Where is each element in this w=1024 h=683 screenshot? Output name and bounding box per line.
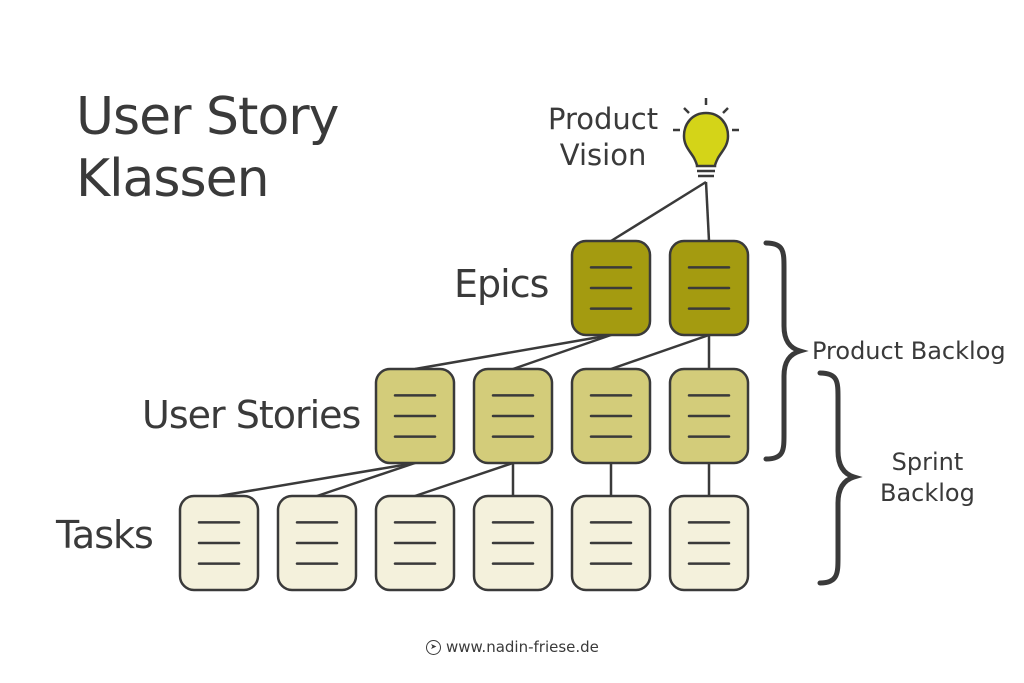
connector-stories-tasks-2 — [316, 461, 416, 498]
connector-epics-stories-2 — [512, 333, 612, 371]
lightbulb-icon — [673, 98, 739, 178]
title-line-1: User Story — [76, 87, 339, 147]
tasks-label: Tasks — [56, 513, 154, 557]
stories-card-3[interactable] — [570, 367, 652, 465]
tasks-card-5[interactable] — [570, 494, 652, 592]
tasks-card-6[interactable] — [668, 494, 750, 592]
stories-card-2[interactable] — [472, 367, 554, 465]
product-vision-line-1: Product — [548, 102, 659, 136]
connector-epics-stories-1 — [414, 333, 612, 371]
product-vision-line-2: Vision — [559, 138, 647, 172]
connector-epics-stories-3 — [610, 333, 710, 371]
footer-url[interactable]: www.nadin-friese.de — [446, 638, 599, 656]
epics-card-2[interactable] — [668, 239, 750, 337]
bulb-glass — [682, 111, 730, 168]
sprint-backlog-label: Sprint Backlog — [880, 447, 975, 509]
connector-lines — [218, 180, 711, 498]
cursor-icon: ➤ — [426, 639, 441, 655]
tasks-card-4[interactable] — [472, 494, 554, 592]
stories-card-4[interactable] — [668, 367, 750, 465]
connector-stories-tasks-3 — [414, 461, 514, 498]
title-line-2: Klassen — [76, 149, 270, 209]
user-stories-label: User Stories — [142, 393, 361, 437]
sprint-backlog-line-1: Sprint — [891, 448, 964, 476]
sprint-backlog-line-2: Backlog — [880, 479, 975, 507]
bulb-ray-top-right — [722, 107, 729, 114]
connector-vision-epic-2 — [704, 181, 711, 242]
card-grid — [178, 239, 750, 592]
product-backlog-brace — [763, 240, 809, 462]
connector-stories-tasks-1 — [218, 461, 416, 498]
tasks-card-3[interactable] — [374, 494, 456, 592]
product-backlog-label: Product Backlog — [812, 337, 1006, 365]
bulb-ray-top-left — [683, 107, 690, 114]
epics-card-1[interactable] — [570, 239, 652, 337]
diagram-title: User Story Klassen — [76, 86, 339, 210]
connector-vision-epic-1 — [610, 180, 707, 243]
tasks-card-2[interactable] — [276, 494, 358, 592]
sprint-backlog-brace — [817, 370, 863, 586]
tasks-card-1[interactable] — [178, 494, 260, 592]
footer: ➤ www.nadin-friese.de — [426, 638, 599, 656]
epics-label: Epics — [454, 262, 549, 306]
product-vision-label: Product Vision — [548, 101, 658, 173]
stories-card-1[interactable] — [374, 367, 456, 465]
